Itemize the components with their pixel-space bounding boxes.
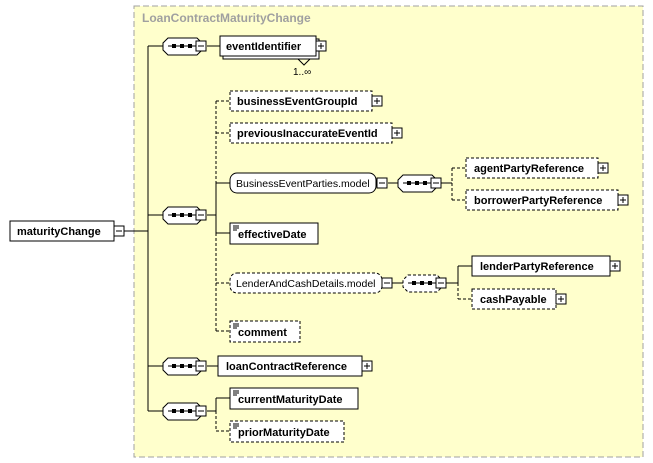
element-effective-date[interactable]: effectiveDate [229,222,319,245]
type-box-label: LoanContractMaturityChange [142,11,311,25]
event-identifier-cardinality: 1..∞ [293,67,311,78]
element-loan-contract-reference[interactable]: loanContractReference [217,355,373,377]
element-current-maturity-date[interactable]: currentMaturityDate [229,387,359,410]
group-lender-and-cash-details-model[interactable]: LenderAndCashDetails.model [229,272,393,294]
element-prior-maturity-date[interactable]: priorMaturityDate [229,420,345,443]
root-element-label: maturityChange [17,226,101,238]
connector-lines [124,45,472,432]
borrower-party-reference-label: borrowerPartyReference [474,195,602,207]
prior-maturity-date-label: priorMaturityDate [238,427,330,439]
type-box [133,5,644,458]
group-business-event-parties-model[interactable]: BusinessEventParties.model [229,172,388,194]
element-borrower-party-reference[interactable]: borrowerPartyReference [465,189,629,211]
element-event-identifier[interactable]: eventIdentifier 1..∞ [219,35,327,78]
sequence-compositor-2[interactable] [162,206,207,225]
sequence-compositor-3[interactable] [162,357,207,376]
element-business-event-group-id[interactable]: businessEventGroupId [229,90,383,112]
event-identifier-label: eventIdentifier [226,41,302,53]
sequence-compositor-4[interactable] [162,402,207,421]
effective-date-label: effectiveDate [238,229,306,241]
cash-payable-label: cashPayable [480,294,547,306]
root-element-node[interactable]: maturityChange [9,220,125,242]
sequence-compositor-1[interactable] [162,37,207,56]
sequence-compositor-5[interactable] [397,174,442,193]
element-lender-party-reference[interactable]: lenderPartyReference [471,255,621,277]
lender-and-cash-details-model-label: LenderAndCashDetails.model [236,278,376,290]
lender-party-reference-label: lenderPartyReference [480,261,594,273]
previous-inaccurate-event-id-label: previousInaccurateEventId [237,128,378,140]
comment-label: comment [238,327,287,339]
agent-party-reference-label: agentPartyReference [474,163,584,175]
element-comment[interactable]: comment [229,320,301,343]
sequence-compositor-6[interactable] [402,274,447,293]
business-event-parties-model-label: BusinessEventParties.model [236,178,370,190]
element-previous-inaccurate-event-id[interactable]: previousInaccurateEventId [229,122,403,144]
element-agent-party-reference[interactable]: agentPartyReference [465,157,609,179]
element-cash-payable[interactable]: cashPayable [471,288,567,310]
current-maturity-date-label: currentMaturityDate [238,394,343,406]
cardinality-marker [297,58,311,66]
loan-contract-reference-label: loanContractReference [226,361,347,373]
business-event-group-id-label: businessEventGroupId [237,96,357,108]
